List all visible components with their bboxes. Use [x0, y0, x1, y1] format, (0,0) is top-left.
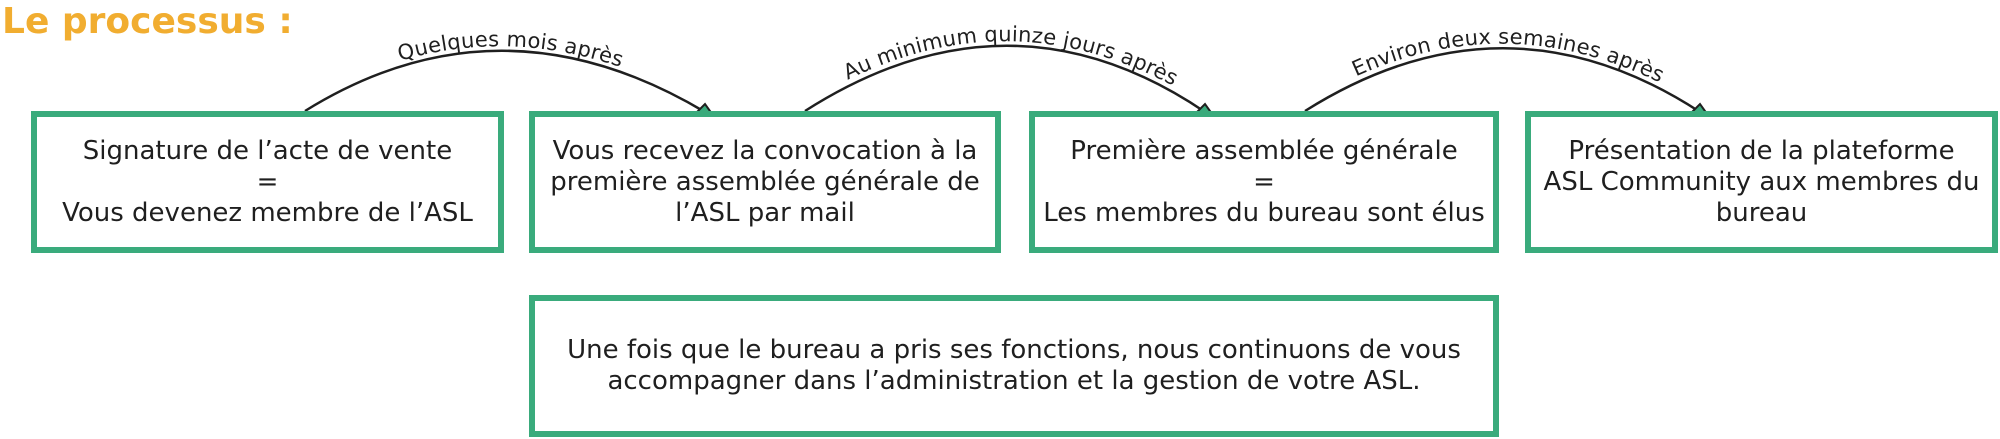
- step-text: =: [1253, 166, 1275, 197]
- page-title: Le processus :: [2, 1, 293, 42]
- transition-label-2: Au minimum quinze jours après: [839, 22, 1181, 90]
- step-box-presentation: Présentation de la plateforme ASL Commun…: [1525, 111, 1998, 253]
- transition-arrow-1: [304, 49, 706, 114]
- transition-label-1: Quelques mois après: [395, 27, 627, 72]
- step-text: première assemblée générale de: [550, 166, 980, 197]
- transition-arrow-2: [804, 44, 1206, 114]
- final-note-box: Une fois que le bureau a pris ses foncti…: [529, 295, 1499, 437]
- step-text: Présentation de la plateforme: [1568, 135, 1955, 166]
- step-text: =: [256, 166, 279, 197]
- transition-label-3: Environ deux semaines après: [1348, 25, 1668, 87]
- final-note-text: Une fois que le bureau a pris ses foncti…: [567, 335, 1461, 365]
- step-text: l’ASL par mail: [675, 197, 855, 228]
- step-text: ASL Community aux membres du: [1543, 166, 1980, 197]
- step-box-convocation: Vous recevez la convocation à la premièr…: [529, 111, 1001, 253]
- step-box-assemblee: Première assemblée générale = Les membre…: [1029, 111, 1499, 253]
- transition-arrow-3: [1304, 47, 1701, 114]
- step-text: bureau: [1715, 197, 1808, 228]
- final-note-text: accompagner dans l’administration et la …: [607, 366, 1421, 396]
- step-text: Première assemblée générale: [1070, 135, 1458, 166]
- step-text: Vous devenez membre de l’ASL: [62, 197, 473, 228]
- step-text: Les membres du bureau sont élus: [1043, 197, 1485, 228]
- step-text: Signature de l’acte de vente: [82, 135, 453, 166]
- step-text: Vous recevez la convocation à la: [552, 135, 978, 166]
- step-box-signature: Signature de l’acte de vente = Vous deve…: [31, 111, 504, 253]
